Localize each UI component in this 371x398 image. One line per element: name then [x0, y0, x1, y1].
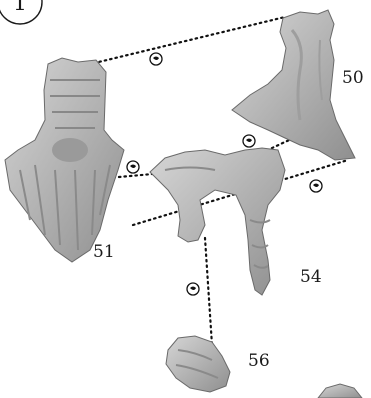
guide-line-torso-cloak	[78, 17, 285, 67]
glue-drop-icon	[150, 53, 162, 65]
part-partial	[318, 384, 362, 398]
part-legs	[150, 148, 285, 295]
step-badge: 1	[0, 0, 42, 24]
part-label-cloak: 50	[342, 68, 364, 88]
glue-drop-icon	[127, 161, 139, 173]
part-label-base-piece: 56	[248, 351, 270, 371]
part-label-legs: 54	[300, 267, 322, 287]
part-torso	[5, 58, 124, 262]
glue-drop-icon	[187, 283, 199, 295]
part-base-piece	[166, 336, 230, 392]
step-number: 1	[13, 0, 27, 16]
glue-drop-icon	[243, 135, 255, 147]
guide-line-legs-base	[205, 238, 212, 345]
glue-drop-icon	[310, 180, 322, 192]
part-label-torso: 51	[93, 242, 115, 262]
